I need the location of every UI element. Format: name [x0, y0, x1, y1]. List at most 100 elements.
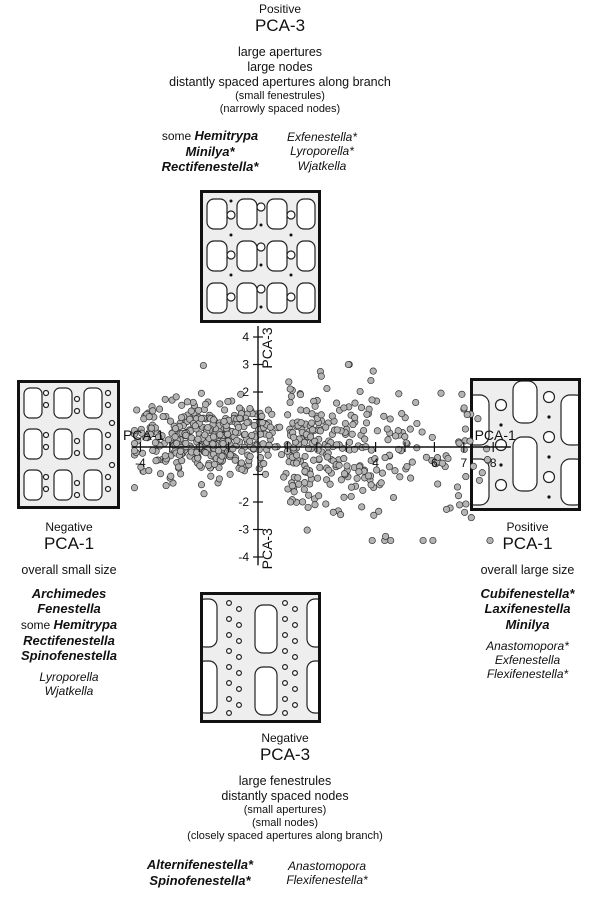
data-point — [309, 426, 317, 434]
data-point — [429, 536, 437, 545]
data-point — [149, 407, 157, 415]
data-point — [380, 412, 388, 420]
data-point — [171, 433, 179, 441]
data-point — [395, 390, 403, 398]
data-point — [166, 417, 175, 425]
data-point — [238, 465, 246, 473]
data-point — [130, 484, 139, 492]
data-point — [368, 536, 376, 545]
x-axis-label-right: PCA-1 — [475, 427, 516, 443]
data-point — [442, 505, 451, 513]
data-point — [191, 422, 199, 430]
data-point — [463, 411, 471, 419]
data-point — [333, 426, 341, 434]
data-point — [286, 398, 294, 407]
data-point — [422, 453, 430, 461]
bottom-genera-right: Anastomopora Flexifenestella* — [262, 859, 392, 888]
data-point — [310, 456, 318, 464]
data-point — [195, 406, 203, 414]
y-axis-label-bottom: PCA-3 — [259, 528, 275, 569]
data-point — [145, 413, 153, 421]
data-point — [462, 500, 470, 508]
data-point — [475, 476, 483, 484]
data-point — [300, 438, 309, 446]
data-point — [301, 452, 309, 460]
data-point — [292, 459, 301, 467]
data-point — [456, 501, 464, 509]
data-point — [355, 468, 363, 476]
data-point — [174, 463, 183, 471]
genus-alternifenestella: Alternifenestella* — [146, 857, 254, 872]
data-point — [348, 430, 356, 438]
data-point — [224, 398, 232, 406]
data-point — [164, 436, 172, 444]
y-tick-label: 2 — [242, 385, 249, 399]
data-point — [237, 390, 245, 398]
genus-fenestella: Fenestella — [37, 601, 101, 617]
data-point — [326, 480, 334, 488]
data-point — [360, 426, 368, 435]
data-point — [297, 419, 305, 427]
data-point — [386, 415, 394, 423]
data-point — [183, 398, 191, 406]
data-point — [256, 454, 264, 462]
data-point — [347, 492, 355, 501]
genus-archimedes: Archimedes — [31, 585, 107, 601]
data-point — [171, 424, 180, 433]
data-point — [340, 455, 348, 463]
data-point — [209, 440, 217, 448]
data-point — [161, 395, 169, 403]
bottom-small-2: (closely spaced apertures along branch) — [187, 830, 383, 843]
bottom-char-0: large fenestrules — [238, 773, 332, 788]
top-genera-right: Exfenestella* Lyroporella* Wjatkella — [262, 130, 382, 173]
data-point — [322, 500, 330, 508]
bottom-char-1: distantly spaced nodes — [221, 788, 349, 803]
y-axis-label-top: PCA-3 — [259, 327, 275, 368]
data-point — [287, 392, 295, 400]
data-point — [293, 451, 301, 459]
data-point — [137, 463, 145, 471]
data-point — [361, 435, 369, 443]
data-point — [364, 472, 372, 480]
data-point — [155, 433, 163, 441]
data-point — [408, 458, 416, 466]
data-point — [299, 498, 307, 506]
data-point — [370, 511, 378, 519]
data-point — [315, 492, 323, 500]
data-point — [138, 429, 146, 437]
data-point — [357, 404, 366, 412]
right-axis-name: PCA-1 — [502, 534, 553, 554]
data-point — [200, 490, 208, 498]
data-point — [467, 514, 475, 522]
data-point — [266, 423, 274, 431]
data-point — [383, 425, 391, 433]
data-point — [155, 405, 164, 413]
data-point — [367, 481, 375, 489]
data-point — [358, 503, 366, 511]
data-point — [353, 474, 361, 482]
genus-flexifenestella-right: Flexifenestella* — [486, 667, 569, 682]
data-point — [373, 466, 381, 474]
genus-anastomopora-right: Anastomopora* — [486, 638, 569, 653]
data-point — [218, 452, 226, 460]
data-point — [201, 431, 209, 439]
data-point — [307, 433, 315, 441]
x-tick-label: 8 — [490, 456, 497, 470]
data-point — [344, 360, 352, 369]
data-point — [418, 428, 426, 436]
data-point — [333, 399, 341, 407]
data-point — [236, 414, 244, 422]
genus-cubifenestella: Cubifenestella* — [480, 585, 575, 601]
data-point — [199, 361, 207, 370]
data-point — [325, 466, 333, 474]
data-point — [173, 439, 181, 447]
data-point — [403, 462, 411, 471]
data-point — [384, 436, 392, 444]
data-point — [219, 440, 227, 448]
data-point — [194, 454, 202, 462]
top-label-block: Positive PCA-3 large apertures large nod… — [150, 2, 410, 116]
data-point — [371, 455, 379, 463]
data-point — [438, 459, 446, 467]
data-point — [398, 410, 406, 418]
genus-wjatkella-left: Wjatkella — [44, 684, 94, 699]
